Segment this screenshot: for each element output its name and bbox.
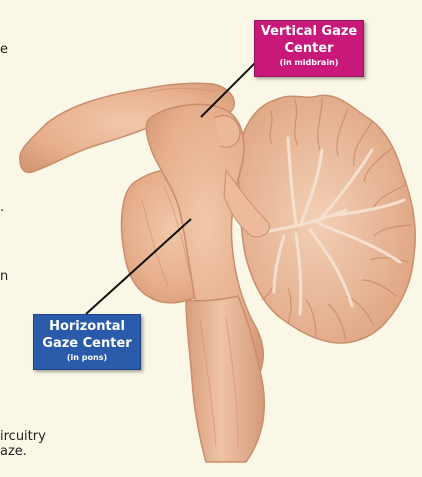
horizontal-gaze-center-label: Horizontal Gaze Center (in pons) — [33, 314, 141, 370]
margin-text-fragment-4: ircuitry — [0, 429, 46, 444]
vertical-gaze-center-label: Vertical Gaze Center (in midbrain) — [254, 20, 364, 77]
horizontal-label-title-line1: Horizontal — [49, 319, 125, 334]
vertical-pointer-line — [200, 55, 263, 118]
horizontal-label-subtitle: (in pons) — [66, 353, 108, 362]
cerebellum — [237, 94, 416, 344]
brainstem — [120, 103, 270, 463]
vertical-label-title-line2: Center — [284, 41, 334, 56]
margin-text-fragment-2: . — [0, 200, 5, 215]
horizontal-pointer-line — [85, 218, 192, 315]
vertical-label-title-line1: Vertical Gaze — [260, 24, 358, 39]
margin-text-fragment-1: e — [0, 42, 8, 57]
margin-text-fragment-3: n — [0, 269, 9, 284]
vertical-label-subtitle: (in midbrain) — [279, 58, 339, 67]
margin-text-fragment-5: aze. — [0, 444, 27, 459]
horizontal-label-title-line2: Gaze Center — [42, 336, 132, 351]
